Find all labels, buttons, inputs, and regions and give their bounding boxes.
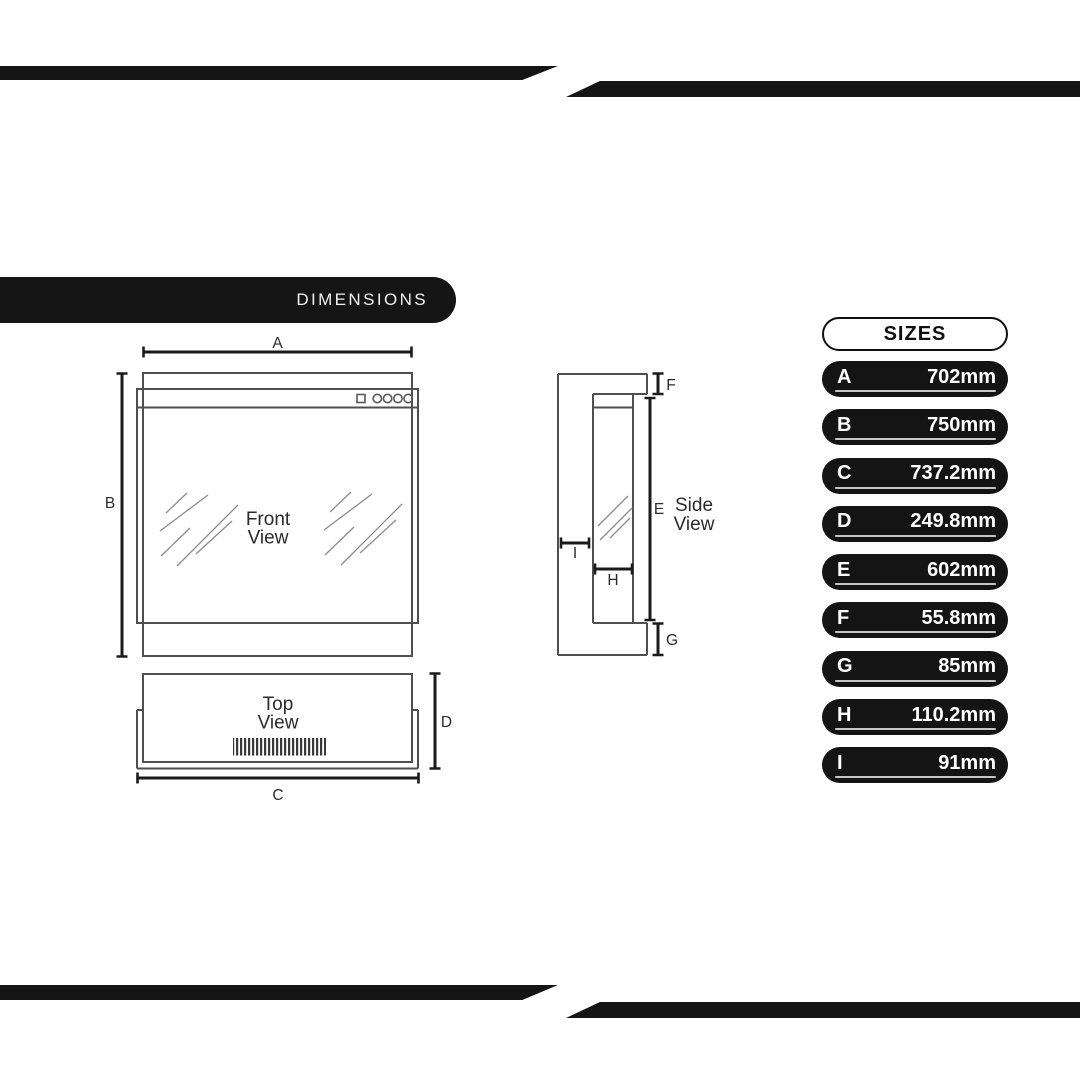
size-letter: G	[837, 655, 853, 678]
dim-label-f: F	[666, 377, 675, 394]
size-letter: F	[837, 606, 850, 629]
top-view-drawing: Top View	[136, 673, 419, 770]
front-view-drawing: Front View	[136, 372, 419, 657]
dim-label-d: D	[441, 714, 452, 731]
size-letter: D	[837, 510, 852, 533]
dimension-lines: A B C D E F G	[105, 335, 678, 804]
bottom-right-decorative-bar	[566, 1002, 1080, 1018]
sizes-title: SIZES	[883, 322, 947, 345]
front-glass-outline	[136, 388, 419, 624]
top-view-title-line1: Top	[263, 694, 294, 715]
size-letter: H	[837, 703, 852, 726]
top-left-decorative-bar	[0, 66, 558, 80]
row-underline	[835, 438, 996, 441]
size-letter: I	[837, 751, 843, 774]
sizes-panel: SIZES A 702mm B 750mm C 737.2mm D 249.8m…	[822, 317, 1008, 784]
front-view-title-line1: Front	[246, 509, 291, 530]
row-underline	[835, 486, 996, 489]
control-buttons-icon	[356, 393, 414, 404]
size-row-g: G 85mm	[822, 650, 1008, 687]
size-letter: B	[837, 413, 852, 436]
size-value: 55.8mm	[921, 606, 997, 629]
size-row-e: E 602mm	[822, 554, 1008, 591]
front-view-title-line2: View	[248, 528, 289, 549]
size-value: 110.2mm	[911, 703, 996, 726]
size-row-f: F 55.8mm	[822, 602, 1008, 639]
size-value: 91mm	[938, 751, 996, 774]
size-row-i: I 91mm	[822, 747, 1008, 784]
sizes-header-pill: SIZES	[822, 317, 1008, 351]
dim-label-e: E	[654, 501, 664, 518]
dimensions-banner: DIMENSIONS	[0, 277, 456, 323]
size-value: 702mm	[927, 365, 996, 388]
row-underline	[835, 679, 996, 682]
size-row-b: B 750mm	[822, 409, 1008, 446]
bottom-left-decorative-bar	[0, 985, 558, 1000]
side-view-title-line1: Side	[675, 495, 713, 516]
glass-reflection-lines	[159, 491, 403, 567]
row-underline	[835, 631, 996, 634]
side-view-title-line2: View	[674, 514, 715, 535]
dim-label-h: H	[607, 572, 618, 589]
dim-label-b: B	[105, 495, 115, 512]
row-underline	[835, 776, 996, 779]
side-glass-reflection-lines	[597, 495, 633, 541]
top-glass-wrap-outline	[136, 709, 419, 770]
size-letter: E	[837, 558, 851, 581]
size-value: 737.2mm	[910, 462, 996, 485]
front-unit-outline	[142, 372, 413, 657]
dim-label-g: G	[666, 632, 678, 649]
row-underline	[835, 534, 996, 537]
size-letter: C	[837, 462, 852, 485]
sizes-rows: A 702mm B 750mm C 737.2mm D 249.8mm E	[822, 361, 1008, 784]
size-row-c: C 737.2mm	[822, 457, 1008, 494]
row-underline	[835, 728, 996, 731]
size-letter: A	[837, 365, 852, 388]
row-underline	[835, 390, 996, 392]
top-view-title-line2: View	[258, 713, 299, 734]
dim-label-a: A	[272, 335, 283, 352]
dim-label-i: I	[573, 545, 577, 562]
side-profile-outline	[557, 373, 648, 656]
size-value: 249.8mm	[910, 510, 996, 533]
top-right-decorative-bar	[566, 81, 1080, 97]
dim-label-c: C	[272, 787, 283, 804]
top-unit-outline	[142, 673, 413, 763]
size-row-d: D 249.8mm	[822, 505, 1008, 542]
size-value: 602mm	[927, 558, 996, 581]
size-value: 85mm	[938, 655, 996, 678]
size-row-h: H 110.2mm	[822, 699, 1008, 736]
row-underline	[835, 583, 996, 586]
vent-barcode-hatch	[233, 738, 326, 756]
side-view-drawing: Side View	[557, 373, 715, 656]
size-value: 750mm	[927, 413, 996, 436]
size-row-a: A 702mm	[822, 361, 1008, 397]
dimensions-banner-label: DIMENSIONS	[296, 290, 428, 309]
